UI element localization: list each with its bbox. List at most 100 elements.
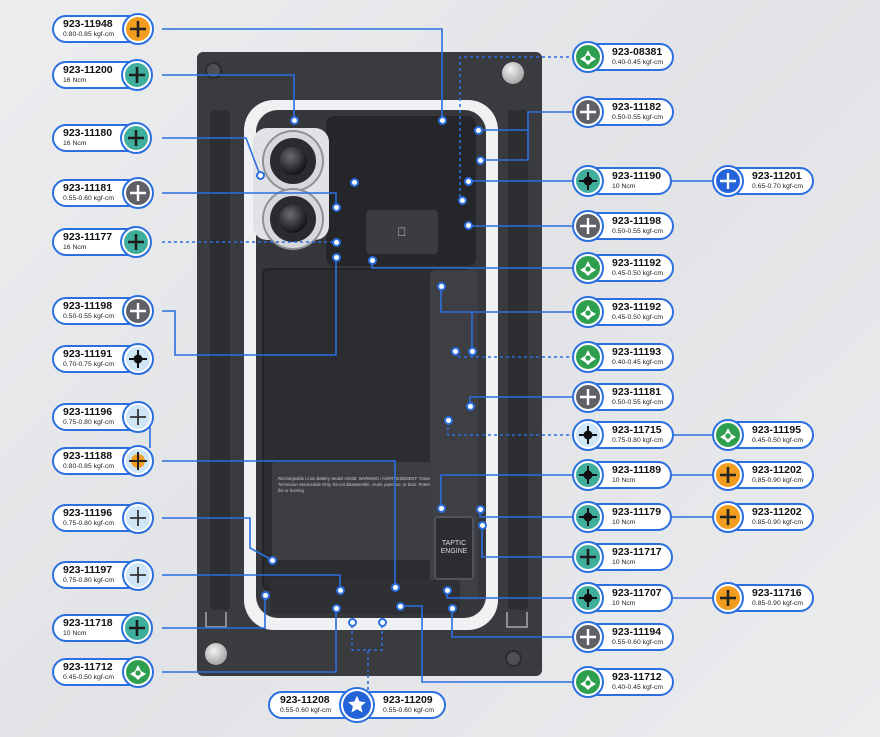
phillips-lightblue-icon: [122, 502, 154, 534]
phillips-orange-ring-icon: [122, 445, 154, 477]
phillips-gray-icon: [572, 381, 604, 413]
part-number: 923-11181: [612, 386, 662, 398]
torque-spec: 0.75-0.80 kgf-cm: [63, 520, 114, 527]
camera-lens-top: [264, 132, 322, 190]
torque-spec: 0.45-0.50 kgf-cm: [752, 437, 803, 444]
part-number: 923-11712: [63, 661, 113, 673]
fixture-hole-top-left: [205, 62, 222, 79]
part-number: 923-08381: [612, 46, 663, 58]
part-number: 923-11192: [612, 257, 662, 269]
taptic-label-line2: ENGINE: [440, 548, 468, 555]
phillips-gray-icon: [572, 210, 604, 242]
phillips-orange-icon: [122, 13, 154, 45]
alignment-mark-left: [205, 612, 227, 628]
torque-spec: 0.45-0.50 kgf-cm: [612, 314, 663, 321]
screw-node: [336, 586, 345, 595]
fixture-slot-right: [508, 110, 528, 610]
phillips-teal-icon: [120, 612, 153, 644]
part-number: 923-11718: [63, 617, 113, 629]
torque-spec: 16 Ncm: [63, 244, 87, 251]
torque-spec: 0.70-0.75 kgf-cm: [63, 361, 114, 368]
part-number: 923-11707: [612, 587, 662, 599]
screw-node: [350, 178, 359, 187]
part-number: 923-11948: [63, 18, 113, 30]
triwing-green-icon: [712, 419, 744, 451]
torque-spec: 0.55-0.60 kgf-cm: [612, 639, 663, 646]
phillips-teal-ring-icon: [572, 459, 604, 491]
fixture-knob-top: [502, 62, 524, 84]
torque-spec: 0.85-0.90 kgf-cm: [752, 600, 803, 607]
torque-spec: 0.40-0.45 kgf-cm: [612, 684, 663, 691]
part-number: 923-11716: [752, 587, 802, 599]
part-number: 923-11192: [612, 301, 662, 313]
torque-spec: 0.75-0.80 kgf-cm: [612, 437, 663, 444]
phillips-teal-icon: [572, 541, 604, 573]
phillips-gray-icon: [122, 295, 154, 327]
phillips-orange-icon: [712, 501, 744, 533]
phillips-gray-icon: [572, 621, 604, 653]
screw-node: [476, 156, 485, 165]
phillips-orange-icon: [712, 582, 744, 614]
part-number: 923-11196: [63, 406, 113, 418]
camera-lens-bottom: [264, 190, 322, 248]
part-number: 923-11193: [612, 346, 662, 358]
phillips-gray-icon: [122, 177, 154, 209]
screw-node: [451, 347, 460, 356]
screw-node: [478, 521, 487, 530]
fixture-hole-bottom-right: [505, 650, 522, 667]
phillips-lightblue-icon: [572, 419, 604, 451]
torque-spec: 16 Ncm: [63, 77, 87, 84]
part-number: 923-11190: [612, 170, 662, 182]
phillips-teal-icon: [120, 226, 153, 258]
torque-spec: 0.50-0.55 kgf-cm: [63, 313, 114, 320]
battery-label: Rechargeable Li-ion Battery. Model A2636…: [272, 462, 450, 560]
part-number: 923-11208: [280, 694, 330, 706]
screw-node: [438, 116, 447, 125]
phillips-teal-ring-icon: [572, 501, 604, 533]
triwing-green-icon: [572, 666, 604, 698]
phillips-teal-icon: [120, 122, 153, 154]
torque-spec: 0.45-0.50 kgf-cm: [612, 270, 663, 277]
part-number: 923-11196: [63, 507, 113, 519]
screw-node: [391, 583, 400, 592]
phillips-lightblue-icon: [122, 559, 154, 591]
triwing-green-icon: [572, 252, 604, 284]
phillips-orange-icon: [712, 459, 744, 491]
screw-node: [468, 347, 477, 356]
screw-node: [332, 604, 341, 613]
screw-node: [332, 238, 341, 247]
phillips-teal-ring-icon: [572, 165, 604, 197]
part-number: 923-11209: [383, 694, 433, 706]
screw-node: [348, 618, 357, 627]
screw-node: [290, 116, 299, 125]
part-number: 923-11197: [63, 564, 113, 576]
torque-spec: 0.40-0.45 kgf-cm: [612, 59, 663, 66]
torque-spec: 10 Ncm: [612, 600, 636, 607]
screw-node: [476, 505, 485, 514]
screw-node: [444, 416, 453, 425]
part-number: 923-11202: [752, 506, 802, 518]
screw-node: [437, 282, 446, 291]
screw-node: [466, 402, 475, 411]
screw-node: [261, 591, 270, 600]
